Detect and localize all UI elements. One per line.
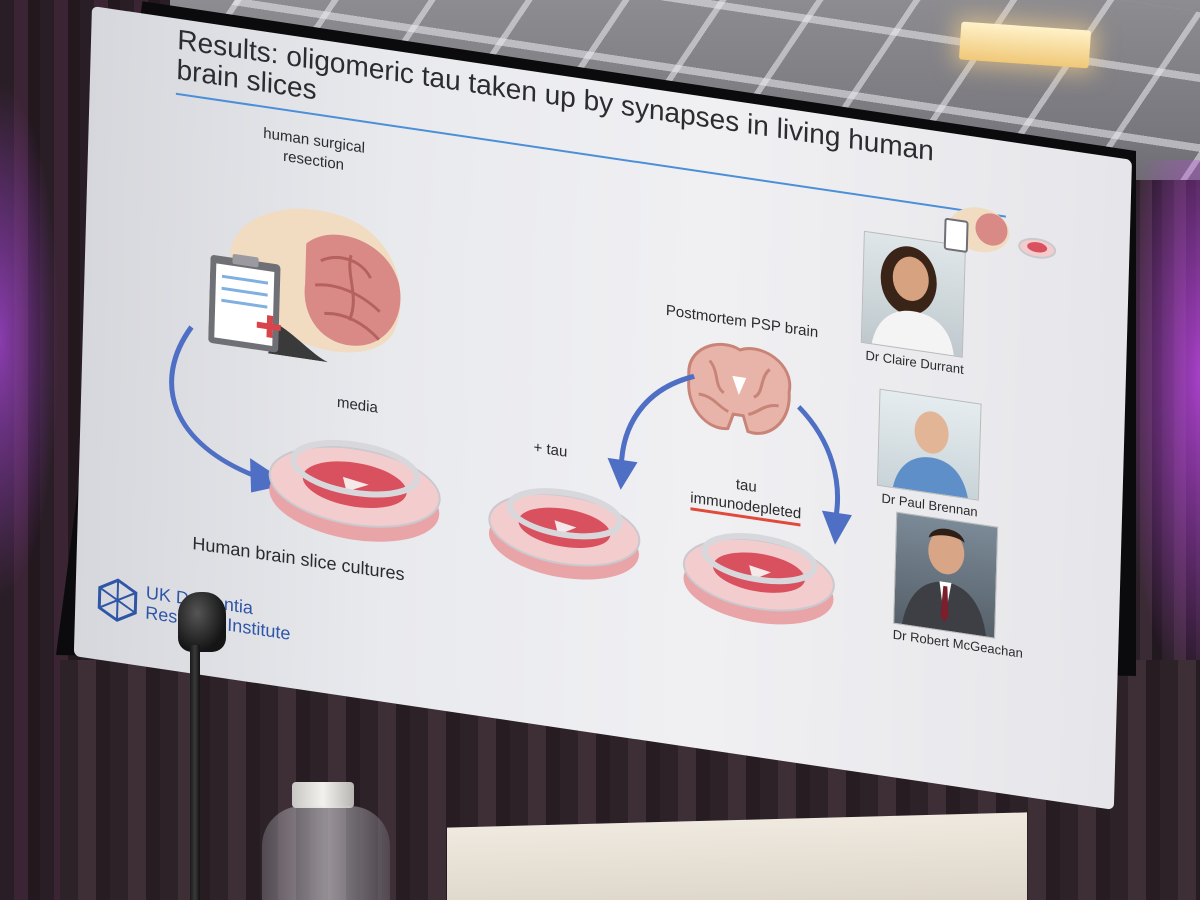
thumb-brain: [975, 213, 1008, 246]
arrow-curve: [797, 405, 841, 519]
resection-label: human surgical resection: [263, 124, 366, 174]
surgical-resection-illustration: [208, 208, 401, 363]
ventricle: [732, 375, 747, 395]
arrow-curve: [618, 373, 696, 467]
plus-tau-label: + tau: [533, 438, 568, 461]
culture-dish-tau-immunodepleted: [682, 533, 835, 625]
uk-dri-logo-icon: [97, 578, 138, 622]
culture-dish-media: [268, 439, 441, 542]
arrowhead-icon: [821, 510, 852, 545]
bottle-cap: [292, 782, 354, 808]
clipboard-line: [221, 286, 268, 297]
microphone: [178, 592, 226, 652]
portrait-claire-durrant: [860, 230, 966, 358]
clipboard-clip: [232, 254, 259, 268]
person-silhouette-icon: [902, 528, 987, 637]
corner-thumbnail-graphic: [943, 207, 1057, 259]
thumb-dish-media: [1027, 242, 1048, 253]
brain-to-plus-tau-arrow: [607, 373, 696, 490]
logo-lines: [98, 580, 137, 621]
insert-ring: [290, 439, 421, 498]
media-label: media: [336, 393, 379, 417]
face: [914, 411, 949, 454]
clipboard-line: [221, 274, 269, 285]
bottle-body: [262, 806, 390, 900]
red-cross-icon: [256, 315, 281, 338]
psp-brain-icon: [687, 342, 792, 435]
brain-slice: [342, 476, 369, 492]
drape: [268, 324, 329, 363]
portrait-paul-brennan: [876, 388, 982, 501]
brain-folds: [314, 254, 381, 341]
face: [928, 530, 965, 575]
clipboard-line: [221, 298, 268, 309]
insert-ring: [506, 488, 623, 540]
thumb-clipboard: [943, 217, 969, 253]
portrait-robert-mcgeachan: [893, 511, 999, 639]
person-silhouette-icon: [892, 411, 968, 499]
person-silhouette-icon: [871, 246, 954, 356]
culture-dish-plus-tau: [488, 488, 641, 580]
slide-perspective-wrapper: Results: oligomeric tau taken up by syna…: [73, 6, 1132, 810]
shirt: [892, 457, 968, 499]
arrowhead-icon: [607, 457, 638, 490]
left-purple-uplight: [0, 80, 60, 600]
brain-folds: [698, 359, 779, 416]
microphone-stand: [190, 645, 200, 900]
tie: [940, 585, 949, 623]
water-bottle: [262, 782, 400, 900]
arrow-curve: [169, 325, 261, 480]
hair: [928, 528, 965, 543]
lectern: [447, 812, 1027, 900]
coat: [871, 310, 954, 356]
face: [892, 256, 929, 301]
brain-to-depleted-arrow: [797, 405, 852, 545]
presentation-slide: Results: oligomeric tau taken up by syna…: [73, 6, 1132, 810]
insert-ring: [701, 533, 818, 585]
